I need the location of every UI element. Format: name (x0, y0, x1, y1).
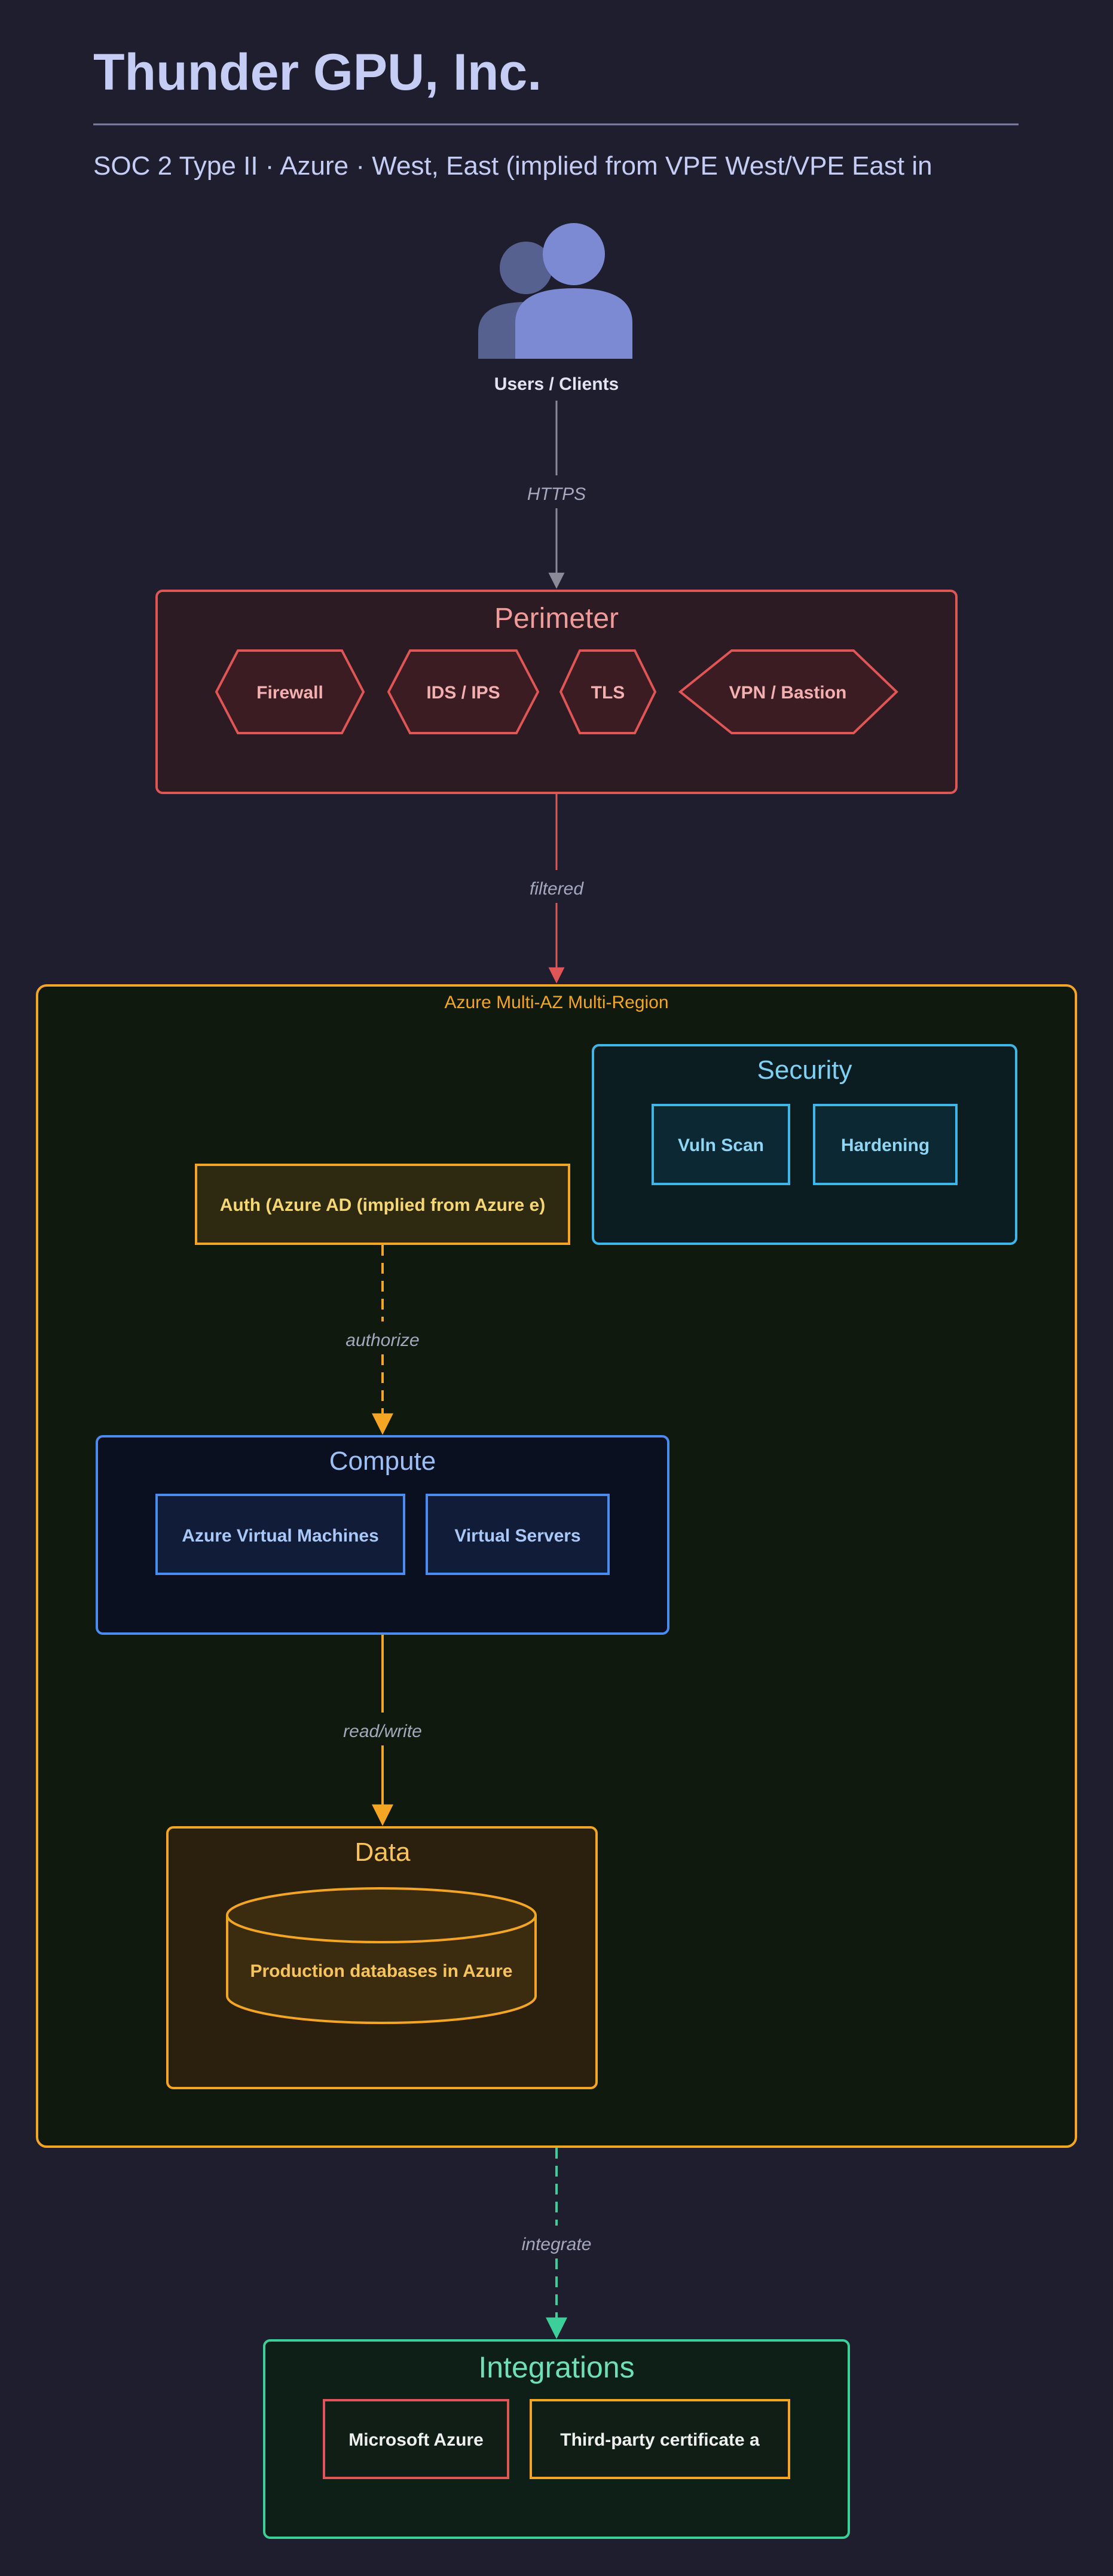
azure-vm-label: Azure Virtual Machines (182, 1526, 379, 1546)
perimeter-group: Perimeter Firewall IDS / IPS TLS VPN / B… (155, 590, 958, 794)
security-title: Security (757, 1055, 852, 1085)
database-label: Production databases in Azure (250, 1961, 513, 1981)
hardening-node (813, 1104, 958, 1185)
security-box (592, 1044, 1017, 1245)
vuln-scan-node (652, 1104, 790, 1185)
data-title: Data (355, 1838, 411, 1867)
auth-node (195, 1164, 570, 1245)
tls-label: TLS (591, 683, 625, 703)
page-title: Thunder GPU, Inc. (93, 44, 542, 101)
perimeter-title: Perimeter (494, 603, 619, 634)
third-party-cert-label: Third-party certificate a (560, 2430, 760, 2450)
compute-title: Compute (329, 1446, 436, 1476)
vuln-scan-label: Vuln Scan (678, 1136, 764, 1155)
integrations-group: Integrations Microsoft Azure Third-party… (263, 2339, 850, 2539)
azure-vm-node (155, 1494, 405, 1575)
cloud-label: Azure Multi-AZ Multi-Region (444, 993, 668, 1012)
ids-ips-node (387, 649, 540, 734)
cloud-container: Azure Multi-AZ Multi-Region Security Vul… (36, 984, 1077, 2148)
https-edge-label: HTTPS (527, 484, 586, 504)
filtered-edge-label: filtered (530, 879, 584, 899)
vpn-bastion-label: VPN / Bastion (729, 683, 847, 703)
read-write-edge-label: read/write (343, 1722, 422, 1741)
integrate-edge-label: integrate (522, 2235, 592, 2254)
integrations-title: Integrations (478, 2351, 634, 2384)
virtual-servers-node (426, 1494, 610, 1575)
ids-ips-label: IDS / IPS (426, 683, 500, 703)
page-subtitle: SOC 2 Type II · Azure · West, East (impl… (93, 151, 932, 181)
third-party-cert-node (530, 2399, 790, 2479)
hardening-label: Hardening (841, 1136, 929, 1155)
users-icon (478, 223, 632, 359)
microsoft-azure-node (323, 2399, 509, 2479)
authorize-edge-label: authorize (345, 1330, 419, 1350)
firewall-label: Firewall (256, 683, 323, 703)
perimeter-box (155, 590, 958, 794)
tls-node (559, 649, 657, 734)
vpn-bastion-node (678, 649, 898, 734)
virtual-servers-label: Virtual Servers (454, 1526, 580, 1546)
firewall-node (215, 649, 365, 734)
database-cylinder (226, 1887, 537, 2024)
microsoft-azure-label: Microsoft Azure (348, 2430, 484, 2450)
users-label: Users / Clients (494, 374, 619, 394)
auth-label: Auth (Azure AD (implied from Azure e) (220, 1195, 545, 1215)
